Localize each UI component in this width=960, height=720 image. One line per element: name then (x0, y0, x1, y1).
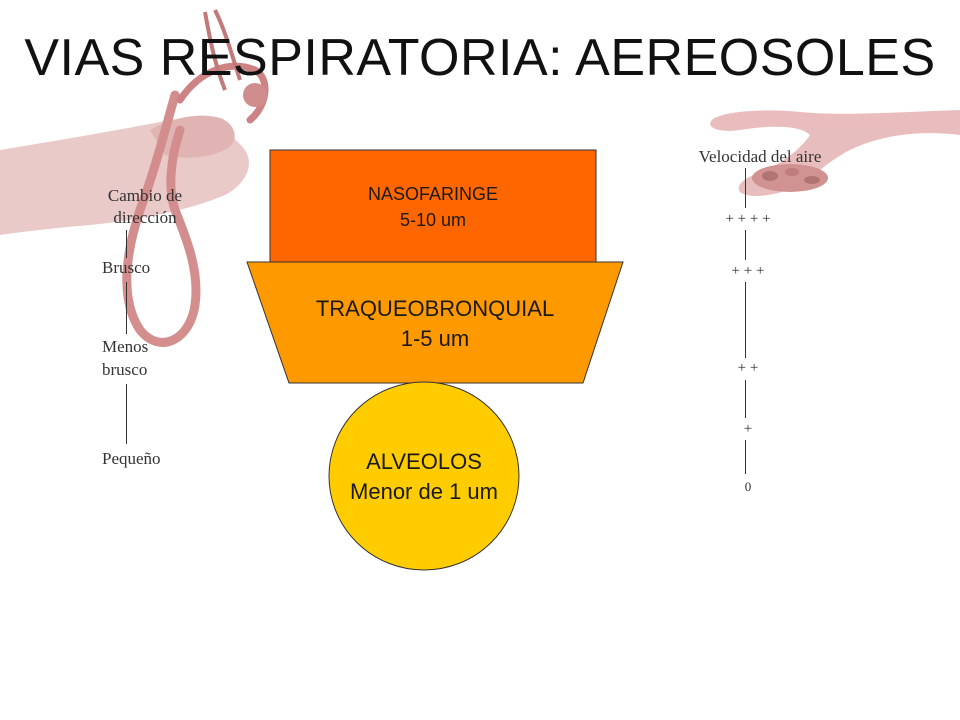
left-scale-level-pequeno: Pequeño (102, 449, 161, 468)
right-scale-level-1: + (743, 421, 753, 437)
right-scale-level-3: + + + (731, 263, 765, 279)
left-scale-heading: Cambio de dirección (90, 185, 200, 229)
right-scale-line (745, 168, 746, 208)
right-scale-line (745, 282, 746, 358)
left-scale-line (126, 230, 127, 258)
nasofaringe-block (269, 149, 597, 263)
traqueobronquial-name: TRAQUEOBRONQUIAL (315, 296, 555, 321)
alveolos-block (328, 381, 520, 571)
left-scale-line (126, 282, 127, 334)
hand-with-stethoscope-icon (0, 9, 269, 347)
right-scale-level-0: 0 (744, 479, 752, 494)
right-scale-line (745, 380, 746, 418)
left-scale-level-brusco-2: brusco (102, 360, 148, 379)
right-scale-line (745, 440, 746, 474)
nasofaringe-name: NASOFARINGE (367, 184, 499, 204)
right-scale-line (745, 230, 746, 260)
left-scale-line (126, 384, 127, 444)
traqueobronquial-label: TRAQUEOBRONQUIAL 1-5 um (247, 294, 623, 354)
left-scale-heading-line1: Cambio de (107, 186, 183, 205)
hand-holding-pills-icon (710, 110, 960, 196)
left-scale-heading-line2: dirección (113, 208, 177, 227)
left-scale-level-brusco: Brusco (102, 258, 151, 277)
right-scale-level-4: + + + + (725, 211, 771, 227)
nasofaringe-label: NASOFARINGE 5-10 um (270, 181, 596, 233)
left-scale-level-menos: Menos (102, 337, 149, 356)
right-scale-heading: Velocidad del aire (698, 147, 822, 166)
nasofaringe-size: 5-10 um (399, 210, 467, 230)
page-title: VIAS RESPIRATORIA: AEREOSOLES (24, 29, 936, 87)
traqueobronquial-size: 1-5 um (400, 326, 470, 351)
right-scale-level-2: + + (737, 360, 759, 376)
alveolos-size: Menor de 1 um (350, 479, 498, 504)
alveolos-label: ALVEOLOS Menor de 1 um (329, 447, 519, 507)
alveolos-name: ALVEOLOS (366, 449, 482, 474)
traqueobronquial-block (246, 261, 624, 384)
